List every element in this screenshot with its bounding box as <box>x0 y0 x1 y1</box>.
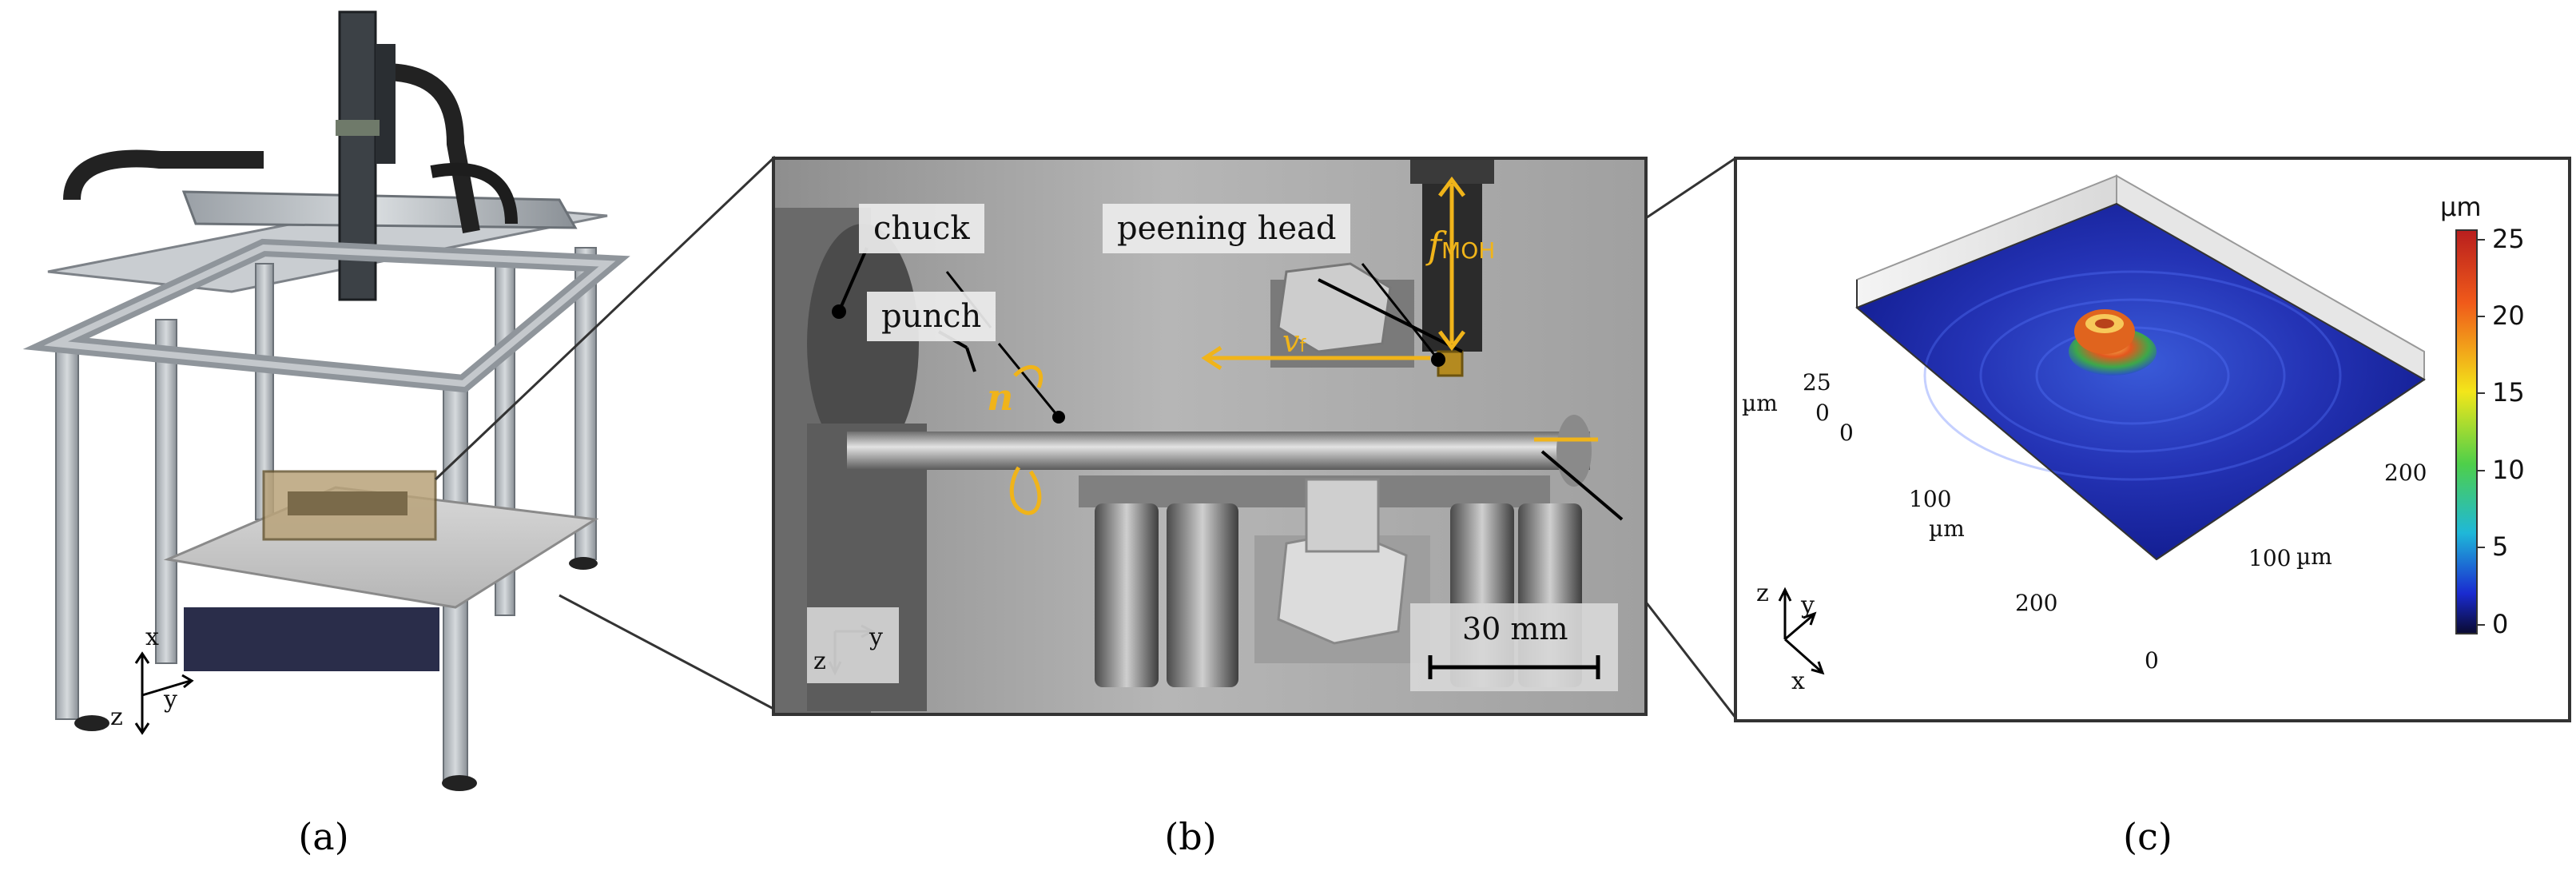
axis-z-label: z <box>110 703 123 731</box>
axis-x-label-c: x <box>1791 667 1805 695</box>
colorbar-unit: µm <box>2440 192 2482 222</box>
axis-z-label-b: z <box>813 647 826 675</box>
scalebar-label: 30 mm <box>1462 611 1568 646</box>
panel-c: µm 25 0 0 100 µm 200 0 100 µm 200 z y x … <box>1734 157 2571 722</box>
x-tick-100: 100 <box>1909 486 1952 512</box>
y-unit-label: µm <box>2296 543 2332 570</box>
colorbar-tick-20: 20 <box>2492 300 2525 331</box>
label-peening-head: peening head <box>1103 204 1351 253</box>
label-punch: punch <box>867 292 996 341</box>
caption-c: (c) <box>2123 815 2173 858</box>
axis-x-label: x <box>145 623 159 651</box>
axis-y-label-c: y <box>1801 591 1815 619</box>
surface-plot <box>1778 174 2485 675</box>
x-tick-0: 0 <box>1839 420 1854 446</box>
colorbar-tick-25: 25 <box>2492 224 2525 254</box>
panel-a: x y z <box>0 0 639 799</box>
y-tick-200: 200 <box>2384 459 2427 486</box>
colorbar-tick-0: 0 <box>2492 609 2509 639</box>
symbol-v-f: vf <box>1282 324 1306 359</box>
symbol-f-moh: fMOH <box>1428 224 1496 267</box>
colorbar-tick-15: 15 <box>2492 377 2525 408</box>
label-chuck: chuck <box>859 204 984 253</box>
x-unit-label: µm <box>1929 515 1965 542</box>
colorbar-tick-10: 10 <box>2492 455 2525 485</box>
z-unit-label: µm <box>1742 390 1778 416</box>
panel-b: chuck punch peening head fMOH vf n z y 3… <box>772 157 1648 716</box>
caption-b: (b) <box>1164 815 1217 858</box>
y-tick-0: 0 <box>2145 647 2159 674</box>
z-tick-25: 25 <box>1803 369 1831 396</box>
axis-y-label: y <box>164 686 177 714</box>
colorbar-tick-5: 5 <box>2492 531 2509 562</box>
axis-y-label-b: y <box>869 623 883 651</box>
y-tick-100: 100 <box>2248 545 2292 571</box>
machine-render <box>22 10 630 791</box>
symbol-n: n <box>987 376 1014 419</box>
x-tick-200: 200 <box>2015 590 2058 616</box>
axis-z-label-c: z <box>1756 579 1769 607</box>
z-tick-0: 0 <box>1815 400 1830 426</box>
caption-a: (a) <box>298 815 349 858</box>
